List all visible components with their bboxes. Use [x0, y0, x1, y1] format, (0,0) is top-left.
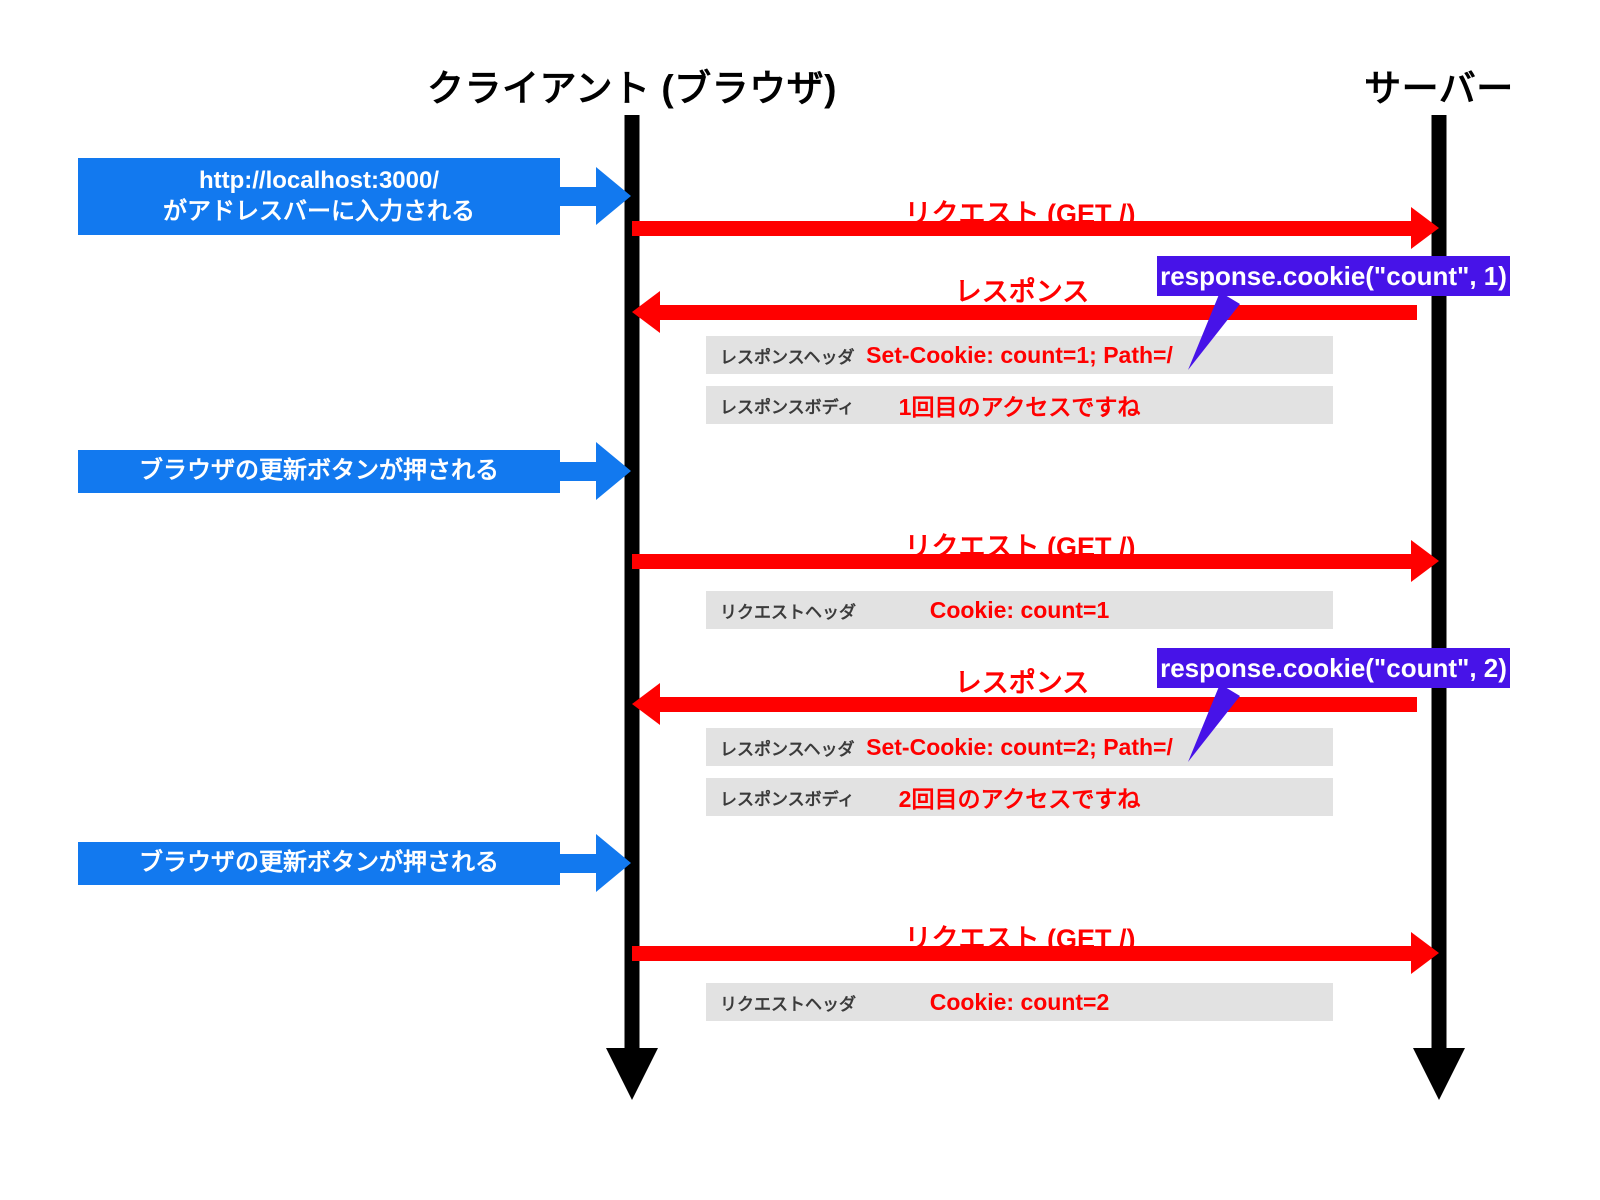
action-note-reload-1-line-1: ブラウザの更新ボタンが押される — [139, 457, 499, 485]
action-note-reload-2-arrow-head — [596, 834, 631, 892]
action-note-url-entered: http://localhost:3000/ がアドレスバーに入力される — [78, 158, 560, 235]
row-response-header-2: レスポンスヘッダ Set-Cookie: count=2; Path=/ — [706, 728, 1333, 766]
message-arrowhead-response-2 — [632, 683, 660, 725]
row-response-body-2-value: 2回目のアクセスですね — [898, 786, 1141, 812]
message-line-request-1 — [632, 221, 1417, 236]
action-note-url-entered-arrow-head — [596, 167, 631, 225]
callout-set-cookie-2: response.cookie("count", 2) — [1157, 648, 1510, 688]
row-request-header-2-value: Cookie: count=1 — [929, 596, 1110, 623]
row-request-header-3-key: リクエストヘッダ — [720, 994, 856, 1014]
message-line-response-1 — [660, 305, 1417, 320]
lifeline-server — [1431, 115, 1447, 1050]
callout-tail-set-cookie-1 — [1188, 292, 1240, 370]
row-response-header-1: レスポンスヘッダ Set-Cookie: count=1; Path=/ — [706, 336, 1333, 374]
callout-set-cookie-1: response.cookie("count", 1) — [1157, 256, 1510, 296]
callout-tail-set-cookie-2 — [1188, 684, 1240, 762]
lifeline-server-endpoint-arrow — [1413, 1048, 1465, 1100]
row-response-body-1: レスポンスボディ 1回目のアクセスですね — [706, 386, 1333, 424]
action-note-reload-1-arrow-head — [596, 442, 631, 500]
message-line-response-2 — [660, 697, 1417, 712]
row-response-body-1-key: レスポンスボディ — [720, 397, 855, 417]
action-note-reload-2: ブラウザの更新ボタンが押される — [78, 842, 560, 885]
action-note-line-2: がアドレスバーに入力される — [163, 197, 475, 225]
message-line-request-2 — [632, 554, 1417, 569]
message-arrowhead-response-1 — [632, 291, 660, 333]
row-request-header-3: リクエストヘッダ Cookie: count=2 — [706, 983, 1333, 1021]
message-label-response-1: レスポンス — [954, 277, 1090, 307]
callout-set-cookie-1-text: response.cookie("count", 1) — [1160, 260, 1507, 291]
row-response-header-2-value: Set-Cookie: count=2; Path=/ — [866, 733, 1173, 760]
action-note-line-1: http://localhost:3000/ — [198, 166, 440, 194]
message-label-response-2: レスポンス — [954, 668, 1090, 698]
row-response-body-2-key: レスポンスボディ — [720, 789, 855, 809]
participant-title-client: クライアント (ブラウザ) — [427, 68, 837, 109]
callout-set-cookie-2-text: response.cookie("count", 2) — [1160, 652, 1507, 683]
message-arrowhead-request-3 — [1411, 932, 1439, 974]
row-response-body-1-value: 1回目のアクセスですね — [898, 394, 1141, 420]
action-note-reload-1: ブラウザの更新ボタンが押される — [78, 450, 560, 493]
participant-title-server: サーバー — [1364, 68, 1514, 109]
row-request-header-2-key: リクエストヘッダ — [720, 602, 856, 622]
message-arrowhead-request-1 — [1411, 207, 1439, 249]
message-line-request-3 — [632, 946, 1417, 961]
message-arrowhead-request-2 — [1411, 540, 1439, 582]
lifeline-client — [624, 115, 640, 1050]
row-response-header-1-key: レスポンスヘッダ — [720, 347, 855, 367]
row-request-header-3-value: Cookie: count=2 — [929, 988, 1110, 1015]
lifeline-client-endpoint-arrow — [606, 1048, 658, 1100]
row-response-header-1-value: Set-Cookie: count=1; Path=/ — [866, 341, 1173, 368]
row-request-header-2: リクエストヘッダ Cookie: count=1 — [706, 591, 1333, 629]
row-response-body-2: レスポンスボディ 2回目のアクセスですね — [706, 778, 1333, 816]
action-note-reload-2-line-1: ブラウザの更新ボタンが押される — [139, 849, 499, 877]
row-response-header-2-key: レスポンスヘッダ — [720, 739, 855, 759]
